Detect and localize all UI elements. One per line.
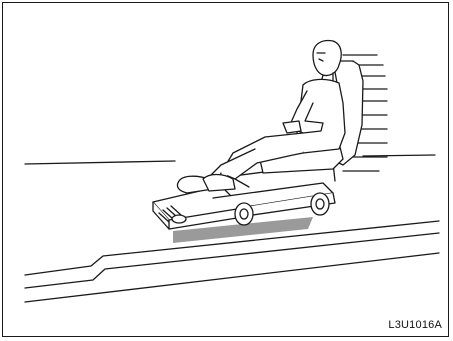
horizon-line-right (363, 155, 435, 156)
horizon-line (25, 161, 175, 164)
figure-code: L3U1016A (388, 319, 442, 331)
crash-test-illustration (3, 3, 450, 338)
figure-frame: L3U1016A (2, 2, 449, 337)
